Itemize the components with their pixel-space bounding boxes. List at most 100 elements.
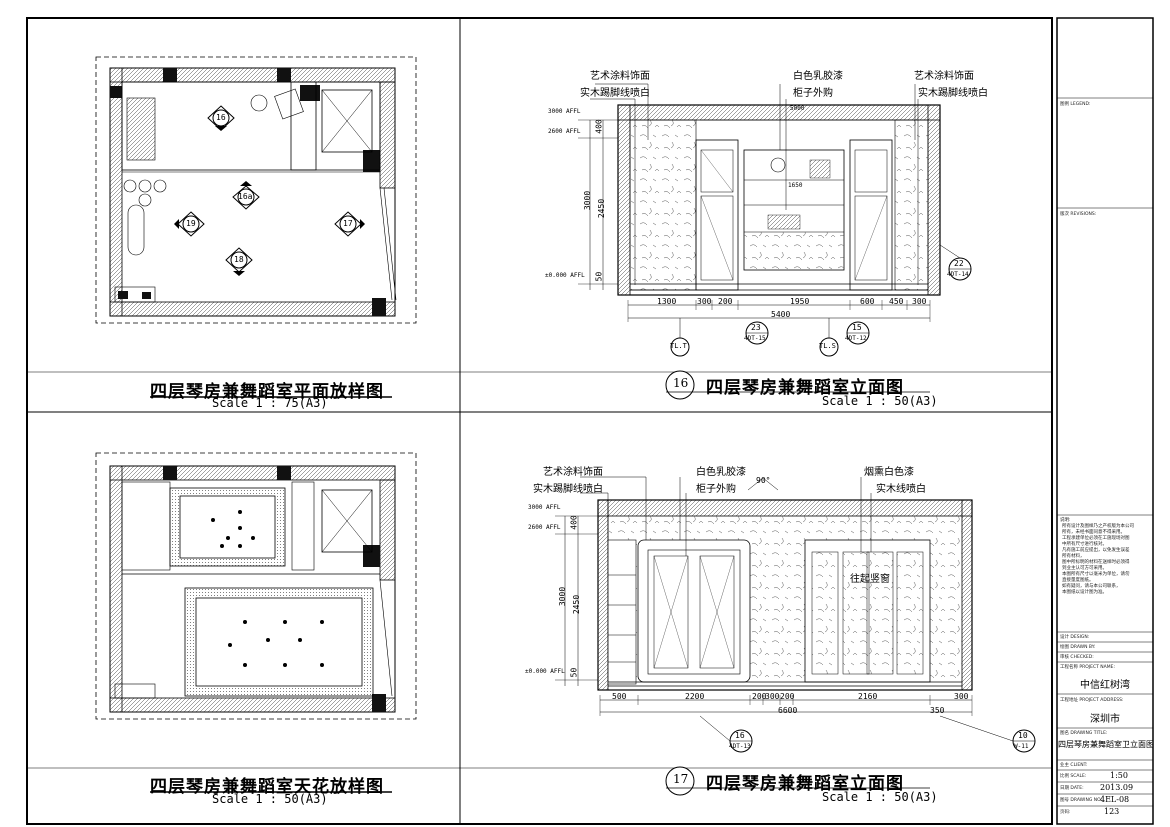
elev16-hdim: 450	[889, 297, 904, 306]
elev16-level: 3000 AFFL	[548, 108, 581, 115]
elev17-number: 17	[673, 772, 689, 786]
tb-address: 深圳市	[1090, 714, 1120, 725]
elev17-note: 实木线喷白	[876, 484, 926, 495]
tb-drawing-title: 四层琴房兼舞蹈室卫立面图	[1058, 740, 1154, 749]
elev16-hdim: 200	[718, 297, 733, 306]
tb-note-line: 凡有施工前应提出，以免发生误差	[1062, 548, 1130, 553]
tb-date-label: 日期 DATE:	[1060, 786, 1084, 791]
elev16-note: 艺术涂料饰面	[590, 71, 650, 82]
elev17-title: 四层琴房兼舞蹈室立面图	[706, 774, 904, 794]
elev17-note: 艺术涂料饰面	[543, 467, 603, 478]
tb-notes: 所有设计及图样乃之产权版为本公司 所有，未经书面同意不得采用。 工程承建单位必须…	[1062, 524, 1152, 596]
plan-marker-label: 17	[343, 219, 353, 228]
elev16-note: 艺术涂料饰面	[914, 71, 974, 82]
elev17-hdim: 2200	[685, 692, 705, 701]
elev17-note: 实木踢脚线喷白	[533, 484, 603, 495]
floor-plan	[95, 56, 417, 324]
elev16-hdim: 1300	[657, 297, 677, 306]
elev17-vdim: 2450	[572, 594, 582, 615]
elev17-hdim: 2160	[858, 692, 878, 701]
tb-note-line: 本图纸以设计图为准。	[1062, 590, 1107, 595]
elev16-note: 白色乳胶漆	[793, 71, 843, 82]
plan-marker-label: 18	[234, 255, 244, 264]
tb-note-line: 工程承建单位必须在工施现场对图	[1062, 536, 1130, 541]
tb-drawing-title-label: 图名 DRAWING TITLE:	[1060, 731, 1108, 736]
elev16-vdim: 400	[594, 119, 604, 134]
tb-scale-label: 比例 SCALE:	[1060, 774, 1087, 779]
elev16-grid: TL.T	[670, 342, 687, 350]
elev16-ref-num: 15	[852, 323, 862, 332]
elev17-ref-sheet: 4DT-13	[729, 743, 751, 750]
tb-dwgno-label: 图号 DRAWING NO:	[1060, 798, 1103, 803]
marker-17	[334, 211, 365, 237]
elev17-ref-num: 16	[735, 731, 745, 740]
elev16-grid: TL.S	[819, 342, 836, 350]
plan-marker-label: 19	[186, 219, 196, 228]
elev17-door-label: 往起竖窗	[850, 574, 890, 585]
titleblock-lines	[1057, 97, 1153, 807]
elev17-hdim: 200	[780, 692, 795, 701]
elev16-hdim: 300	[697, 297, 712, 306]
elev17-vdim: 50	[569, 667, 579, 678]
elev16-hdim: 600	[860, 297, 875, 306]
elev16-hdim: 1950	[790, 297, 810, 306]
tb-revisions-label: 版次 REVISIONS:	[1060, 212, 1097, 217]
elev16-ref-sheet: 4DT-12	[845, 335, 867, 342]
marker-16a	[232, 181, 260, 210]
elev17-ref-num: 10	[1018, 731, 1028, 740]
tb-note-line: 本图所有尺寸以毫米为单位，请勿	[1062, 572, 1130, 577]
elev17-ref-sheet: W-11	[1014, 743, 1029, 750]
elev17-hdim: 500	[612, 692, 627, 701]
plan-marker-label: 16a	[238, 192, 253, 201]
elev16-inner-dim: 5000	[790, 105, 805, 112]
plan-ceiling-scale: Scale 1 : 50(A3)	[212, 792, 328, 806]
elev16-ref-sheet: 4DT-14	[947, 271, 969, 278]
tb-design-label: 设计 DESIGN:	[1060, 635, 1090, 640]
elev16-level: ±0.000 AFFL	[545, 272, 585, 279]
elev16-ref-sheet: 4DT-15	[744, 335, 766, 342]
elev17-hdim: 300	[954, 692, 969, 701]
ceiling-plan	[95, 452, 417, 720]
elev17-note: 白色乳胶漆	[696, 467, 746, 478]
elev16-level: 2600 AFFL	[548, 128, 581, 135]
elev16-vdim: 50	[594, 271, 604, 282]
tb-note-line: 直接量度图纸。	[1062, 578, 1094, 583]
marker-16	[207, 105, 235, 131]
elev16-ref-num: 22	[954, 259, 964, 268]
tb-legend-label: 图例 LEGEND:	[1060, 102, 1091, 107]
elev16-note: 实木踢脚线喷白	[918, 88, 988, 99]
tb-note-line: 所有设计及图样乃之产权版为本公司	[1062, 524, 1134, 529]
tb-note-line: 所有，未经书面同意不得采用。	[1062, 530, 1125, 535]
elev16-note: 柜子外购	[793, 88, 833, 99]
tb-project-name: 中信红树湾	[1080, 680, 1130, 691]
marker-18	[225, 247, 253, 276]
tb-drawn-label: 绘图 DRAWN BY:	[1060, 645, 1096, 650]
elev16-inner-dim: 1650	[788, 182, 803, 189]
tb-client-label: 业主 CLIENT:	[1060, 763, 1088, 768]
elev17-angle: 90°	[756, 476, 771, 485]
tb-note-line: 图中所标明的材料在送样时必须得	[1062, 560, 1130, 565]
plan-ceiling-title: 四层琴房兼舞蹈室天花放样图	[150, 777, 384, 797]
tb-note-line: 如有疑问，请与本公司联系，	[1062, 584, 1121, 589]
elev17-hdim: 200	[752, 692, 767, 701]
tb-page-value: 123	[1104, 807, 1120, 816]
elev16-hdim: 300	[912, 297, 927, 306]
elev17-total: 6600	[778, 706, 798, 715]
tb-dwgno-value: 4EL-08	[1100, 795, 1130, 804]
elev16-vdim: 2450	[597, 198, 607, 219]
elev17-vdim: 3000	[558, 586, 568, 607]
elev17-level: 2600 AFFL	[528, 524, 561, 531]
elev17-note: 柜子外购	[696, 484, 736, 495]
elev17-small-dim: 350	[930, 706, 945, 715]
elev16-note: 实木踢脚线喷白	[580, 88, 650, 99]
elevation-17	[555, 476, 1036, 796]
plan-marker-label: 16	[216, 113, 226, 122]
tb-note-line: 所有材料，	[1062, 554, 1085, 559]
marker-19	[174, 211, 205, 237]
elev16-total: 5400	[771, 310, 791, 319]
tb-checked-label: 审核 CHECKED:	[1060, 655, 1094, 660]
tb-note-line: 中所有尺寸进行核对。	[1062, 542, 1107, 547]
tb-date-value: 2013.09	[1100, 783, 1134, 792]
elev17-hdim: 300	[765, 692, 780, 701]
